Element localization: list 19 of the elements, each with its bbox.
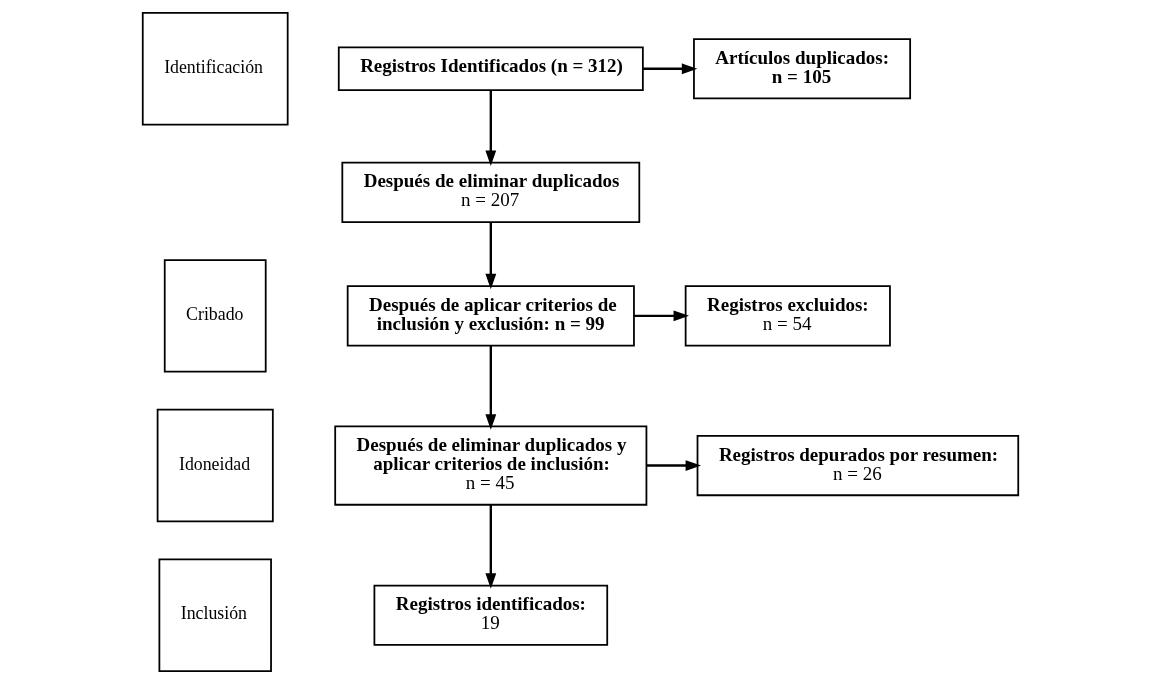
node-box: Inclusión: [158, 558, 272, 672]
node-box: Registros Identificados (n = 312): [337, 46, 644, 92]
arrow: [484, 222, 496, 290]
node-box: Registros excluidos: n = 54: [684, 285, 891, 347]
node-box: Cribado: [163, 259, 267, 373]
arrow: [484, 345, 496, 430]
node-box: Artículos duplicados: n = 105: [692, 38, 911, 100]
node-box: Registros depurados por resumen: n = 26: [696, 434, 1019, 497]
node-box: Después de eliminar duplicados n = 207: [340, 161, 640, 223]
node-box: Después de aplicar criterios de inclusión y exclusión: n = 99: [346, 285, 635, 347]
arrow: [484, 90, 496, 166]
node-box: Después de eliminar duplicados y aplicar criterios de inclusión: n = 45: [333, 425, 647, 506]
arrow: [646, 460, 701, 471]
node-box: Identificación: [141, 12, 289, 126]
node-box: Idoneidad: [156, 408, 274, 523]
arrow: [484, 505, 496, 589]
arrow: [633, 310, 689, 322]
node-box: Registros identificados: 19: [373, 584, 608, 646]
arrow: [642, 63, 697, 75]
